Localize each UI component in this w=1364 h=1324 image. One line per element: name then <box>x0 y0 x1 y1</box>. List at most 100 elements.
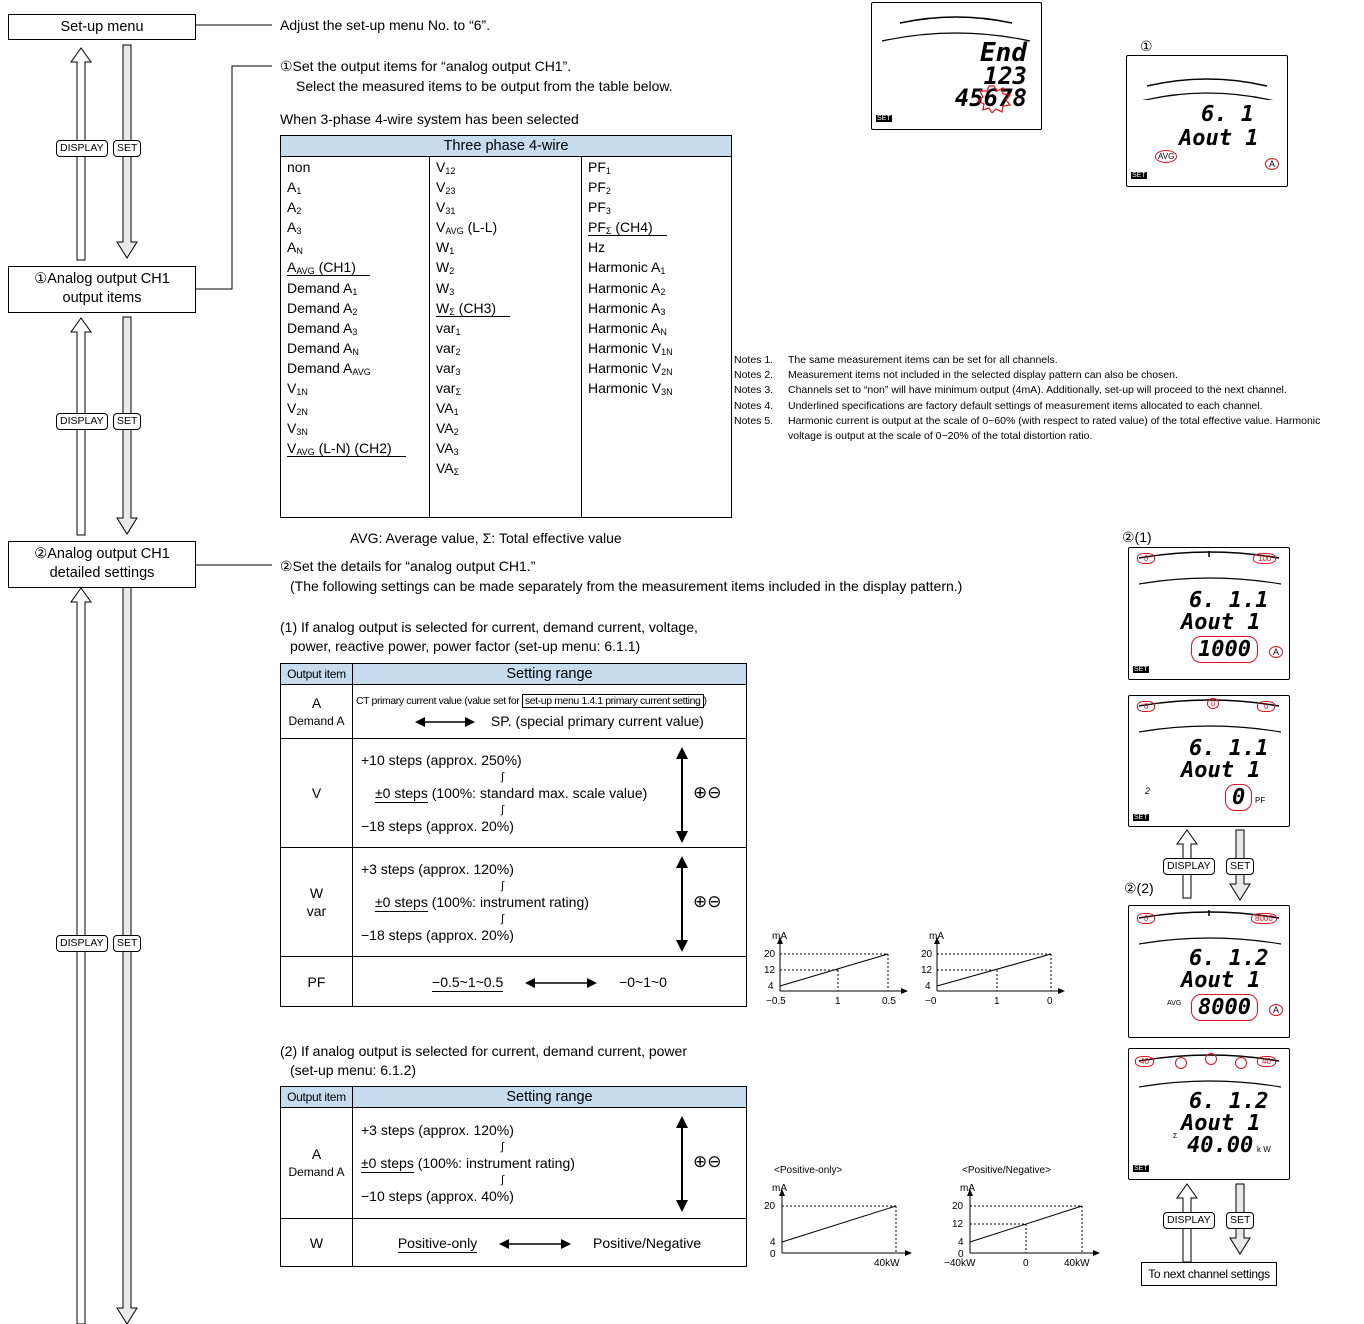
measurement-item-text: V1N <box>287 380 308 397</box>
measurement-item-base: VA <box>436 400 454 417</box>
graph-y-tick: 4 <box>768 981 774 992</box>
measurement-item: Harmonic V1N <box>588 338 731 358</box>
plus-minus-keys-icon: ⊕⊖ <box>693 892 722 911</box>
graph-unit: mA <box>960 1183 975 1194</box>
measurement-item-base: PF <box>588 199 606 216</box>
case2-line2: (set-up menu: 6.1.2) <box>290 1062 417 1078</box>
measurement-item: VA3 <box>436 438 581 458</box>
table2-header-item: Output item <box>280 1086 353 1108</box>
display-key[interactable]: DISPLAY <box>56 413 108 430</box>
measurement-item-base: V <box>287 400 297 417</box>
measurement-item-sub: 2 <box>605 186 611 197</box>
measurement-item: var2 <box>436 338 581 358</box>
note-text: The same measurement items can be set fo… <box>788 354 1058 366</box>
measurement-item-sub: 2 <box>449 266 455 277</box>
lcd-arc <box>881 16 1031 42</box>
w-mid-desc: (100%: instrument rating) <box>427 893 589 910</box>
table-row: PF −0.5~1~0.5 −0~1~0 <box>280 956 747 1007</box>
measurement-item-text: V3N <box>287 420 308 437</box>
measurement-item-sub: 1N <box>661 346 673 357</box>
lcd-line1: 6. 1.2 <box>1189 946 1269 971</box>
small-indicator: 2 <box>1145 786 1151 796</box>
measurement-item-sub: 31 <box>445 206 456 217</box>
vertical-double-arrow-icon <box>676 856 688 952</box>
a-top-step: +3 steps (approx. 120%) <box>361 1121 514 1138</box>
measurement-item: W1 <box>436 237 581 257</box>
measurement-item-suffix: (CH3) <box>454 299 497 316</box>
measurement-item-sub: 2 <box>455 346 461 357</box>
measurement-item-text: VAΣ <box>436 460 459 477</box>
lcd-line1: 6. 1.1 <box>1189 736 1269 761</box>
range-marker-icon <box>1205 1053 1217 1065</box>
measurement-item-sub: 3 <box>453 447 459 458</box>
measurement-item-text: Harmonic V3N <box>588 380 673 397</box>
measurement-item-text: W3 <box>436 279 454 297</box>
measurement-item: PFΣ (CH4) <box>588 217 731 237</box>
table-row: A Demand A CT primary current value (val… <box>280 684 747 739</box>
measurement-item-text: V23 <box>436 179 455 196</box>
measurement-item-text: VAVG (L-L) <box>436 219 498 236</box>
measurement-item-sub: 2N <box>661 366 673 377</box>
set-key[interactable]: SET <box>1226 1212 1255 1229</box>
measurement-item-base: var <box>436 359 456 376</box>
double-arrow-icon <box>415 716 475 727</box>
wave-glyph: ∫ <box>501 1140 505 1153</box>
a-bottom-step: −10 steps (approx. 40%) <box>361 1187 514 1204</box>
item-demand-a: Demand A <box>288 713 345 728</box>
measurement-item-text: PF2 <box>588 179 611 197</box>
ct-primary-text: CT primary current value (value set for <box>356 694 520 707</box>
measurement-item-suffix: (L-L) <box>463 219 498 236</box>
measurement-item: Harmonic A2 <box>588 278 731 298</box>
display-key[interactable]: DISPLAY <box>1163 858 1215 875</box>
vertical-double-arrow-icon <box>676 1116 688 1212</box>
measurement-item-base: A <box>287 199 297 216</box>
measurement-item-sub: 3 <box>660 306 666 317</box>
measurement-item-sub: 2N <box>296 407 308 418</box>
display-key[interactable]: DISPLAY <box>56 140 108 157</box>
item-a: A <box>311 694 322 711</box>
set-key[interactable]: SET <box>113 413 142 430</box>
measurement-item-base: V <box>287 380 297 397</box>
measurement-item-base: VA <box>436 460 454 477</box>
measurement-item: AAVG (CH1) <box>287 257 429 277</box>
lcd1-label: ① <box>1140 38 1153 54</box>
ch1-details-line1: ②Analog output CH1 <box>34 546 170 562</box>
display-key[interactable]: DISPLAY <box>56 935 108 952</box>
lcd-line1: End <box>980 38 1027 68</box>
set-key[interactable]: SET <box>113 935 142 952</box>
note-text: Channels set to “non” will have minimum … <box>788 384 1287 397</box>
measurement-item-text: Demand AAVG <box>287 360 371 377</box>
measurement-item-base: W <box>436 279 450 296</box>
w-bottom-step: −18 steps (approx. 20%) <box>361 926 514 943</box>
measurement-item-text: VAVG (L-N) (CH2) <box>287 440 406 458</box>
measurement-item: V23 <box>436 177 581 197</box>
measurement-item: A2 <box>287 197 429 217</box>
item-pf: PF <box>280 956 353 1007</box>
lcd-line3: 45678 <box>954 84 1027 112</box>
table2-header-range: Setting range <box>352 1086 747 1108</box>
wave-glyph: ∫ <box>501 803 505 816</box>
measurement-item: PF2 <box>588 177 731 197</box>
special-primary-text: SP. (special primary current value) <box>490 712 704 729</box>
measurement-item-sub: 1 <box>453 407 459 418</box>
measurement-item-text: AAVG (CH1) <box>287 259 370 277</box>
measurement-item: V3N <box>287 418 429 438</box>
measurement-item-base: V <box>287 420 297 437</box>
three-phase-table-title: Three phase 4-wire <box>280 135 732 157</box>
measurement-item-text: PF3 <box>588 199 611 216</box>
measurement-item-sub: N <box>352 346 359 357</box>
positive-negative-option: Positive/Negative <box>592 1234 702 1251</box>
step1-line2: Select the measured items to be output f… <box>296 78 673 94</box>
measurement-item: VAΣ <box>436 458 581 478</box>
measurement-item-text: varΣ <box>436 380 461 397</box>
plus-minus-keys-icon: ⊕⊖ <box>693 783 722 802</box>
set-key[interactable]: SET <box>113 140 142 157</box>
avg-indicator: AVG <box>1155 150 1178 163</box>
range-marker-icon <box>1235 1057 1247 1069</box>
measurement-item-text: PF1 <box>588 159 611 176</box>
measurement-item-text: Demand A2 <box>287 300 357 317</box>
set-key[interactable]: SET <box>1226 858 1255 875</box>
case1-line1: (1) If analog output is selected for cur… <box>280 619 698 635</box>
display-key[interactable]: DISPLAY <box>1163 1212 1215 1229</box>
